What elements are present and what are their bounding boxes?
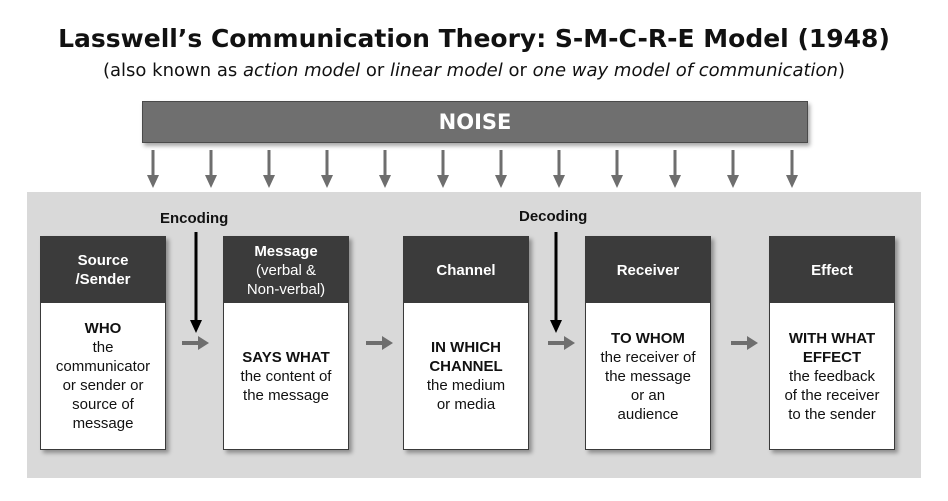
flow-right-arrow: [731, 336, 758, 350]
noise-arrow-head: [437, 175, 449, 188]
stage-header-subtitle: Non-verbal): [246, 280, 326, 298]
flow-right-arrow: [548, 336, 575, 350]
stage-description: or an: [630, 386, 666, 404]
encoding-label: Encoding: [160, 210, 229, 227]
stage-header-title: Source: [77, 252, 129, 269]
stage-question: WHO: [84, 320, 122, 337]
stage-description: message: [72, 415, 134, 432]
noise-arrow-head: [611, 175, 623, 188]
flow-arrow-head: [382, 336, 393, 350]
code-down-arrow: [190, 232, 202, 333]
code-down-arrow: [550, 232, 562, 333]
stage-header: Channel: [404, 237, 528, 303]
noise-arrow-head: [553, 175, 565, 188]
stage-description: to the sender: [788, 405, 876, 423]
flow-arrow-head: [564, 336, 575, 350]
noise-down-arrow: [437, 150, 449, 188]
stage-header: Message(verbal &Non-verbal): [224, 237, 348, 303]
stage-description: audience: [617, 405, 679, 423]
flow-arrow-head: [747, 336, 758, 350]
noise-down-arrow: [786, 150, 798, 188]
stage-description: the medium: [426, 377, 506, 394]
noise-arrow-head: [495, 175, 507, 188]
stage-description: the message: [243, 386, 329, 404]
noise-down-arrow: [379, 150, 391, 188]
stage-question: TO WHOM: [611, 329, 685, 347]
noise-arrow-head: [147, 175, 159, 188]
subtitle-close: ): [837, 60, 845, 81]
noise-down-arrow: [669, 150, 681, 188]
stage-description: the feedback: [789, 367, 875, 385]
flow-right-arrow: [366, 336, 393, 350]
subtitle-one-way-model: one way model of communication: [532, 60, 838, 81]
noise-arrows: [147, 150, 798, 188]
noise-label: NOISE: [438, 110, 512, 134]
stage-description: source of: [72, 396, 134, 413]
code-arrow-head: [190, 320, 202, 333]
diagram-subtitle: (also known as action model or linear mo…: [0, 60, 948, 81]
subtitle-or-2: or: [502, 60, 533, 81]
diagram-title: Lasswell’s Communication Theory: S-M-C-R…: [58, 24, 890, 53]
stage-header: Effect: [770, 237, 894, 303]
noise-down-arrow: [495, 150, 507, 188]
stage-question: CHANNEL: [429, 358, 503, 375]
stage-header-title: Receiver: [616, 261, 680, 279]
noise-arrow-head: [669, 175, 681, 188]
noise-down-arrow: [611, 150, 623, 188]
subtitle-action-model: action model: [242, 60, 361, 81]
stage-question: EFFECT: [802, 348, 862, 366]
subtitle-open: (also known as: [102, 60, 243, 81]
stage-question: SAYS WHAT: [242, 348, 330, 366]
flow-right-arrow: [182, 336, 209, 350]
stage-description: the receiver of: [600, 348, 696, 366]
noise-down-arrow: [727, 150, 739, 188]
encode-decode-arrows: [190, 232, 562, 333]
subtitle-or-1: or: [360, 60, 391, 81]
noise-arrow-head: [321, 175, 333, 188]
flow-arrow-head: [198, 336, 209, 350]
stage-box-channel: Channel IN WHICH CHANNEL the medium or media: [403, 236, 529, 450]
stage-header-title: Channel: [436, 261, 496, 279]
stage-body: IN WHICH CHANNEL the medium or media: [404, 303, 528, 449]
code-arrow-head: [550, 320, 562, 333]
stage-description: communicator: [55, 358, 151, 375]
noise-bar: NOISE: [142, 101, 808, 143]
stage-header-title: Effect: [811, 261, 853, 279]
stage-header: Source/Sender: [41, 237, 165, 303]
stage-header: Receiver: [586, 237, 710, 303]
stage-body: WHO the communicator or sender or source of m…: [41, 303, 165, 449]
noise-down-arrow: [263, 150, 275, 188]
noise-arrow-head: [263, 175, 275, 188]
noise-arrow-head: [727, 175, 739, 188]
stage-question: IN WHICH: [431, 339, 501, 356]
subtitle-linear-model: linear model: [390, 60, 503, 81]
stage-description: of the receiver: [784, 386, 880, 404]
noise-arrow-head: [379, 175, 391, 188]
flow-arrows: [182, 336, 758, 350]
noise-down-arrow: [321, 150, 333, 188]
noise-down-arrow: [553, 150, 565, 188]
stage-header-subtitle: (verbal &: [255, 261, 317, 279]
stage-header-title: /Sender: [75, 271, 131, 288]
stage-description: or media: [436, 396, 496, 413]
stage-description: the: [92, 339, 114, 356]
stage-description: the content of: [240, 367, 332, 385]
noise-down-arrow: [147, 150, 159, 188]
stage-question: WITH WHAT: [788, 329, 876, 347]
stage-header-title: Message: [254, 242, 318, 260]
decoding-label: Decoding: [519, 208, 588, 225]
noise-arrow-head: [786, 175, 798, 188]
stage-description: the message: [605, 367, 691, 385]
noise-down-arrow: [205, 150, 217, 188]
stage-description: or sender or: [62, 377, 144, 394]
noise-arrow-head: [205, 175, 217, 188]
